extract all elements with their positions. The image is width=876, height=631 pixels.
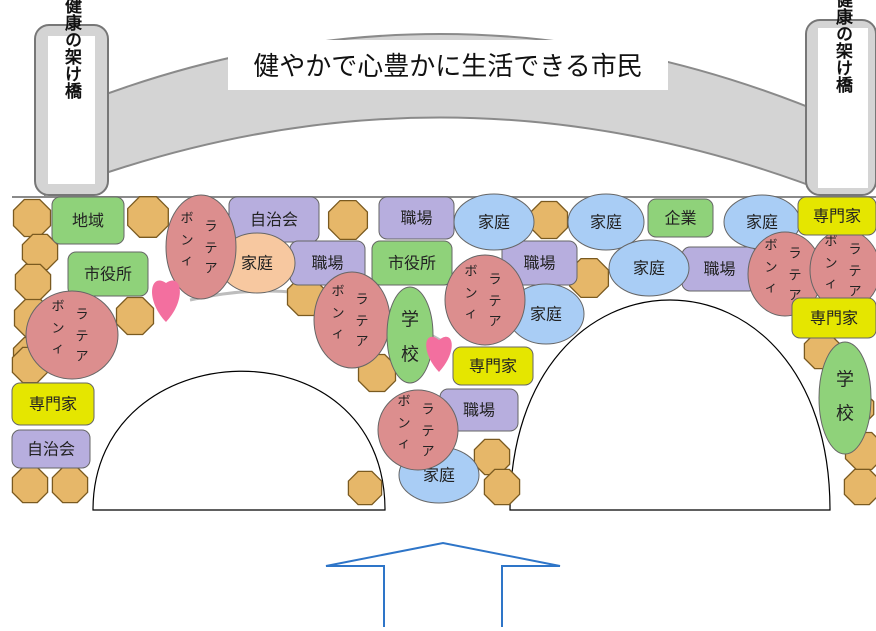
stone-label: 専門家 — [810, 309, 858, 328]
stone-octagon — [52, 467, 87, 502]
volunteer-char: ン — [764, 261, 777, 276]
volunteer-stone — [26, 291, 118, 379]
title-text: 健やかで心豊かに生活できる市民 — [253, 52, 642, 82]
stone-octagon — [531, 202, 568, 239]
gakko-char: 学 — [401, 310, 419, 331]
up-arrow — [326, 543, 560, 627]
volunteer-char: ン — [331, 307, 344, 322]
stone-label: 専門家 — [469, 357, 517, 376]
volunteer-char: ア — [204, 262, 217, 277]
volunteer-stone — [378, 390, 458, 470]
volunteer-char: ボ — [464, 265, 477, 280]
volunteer-char: ン — [397, 417, 410, 432]
stone-octagon — [15, 264, 50, 299]
stone-label: 家庭 — [241, 254, 273, 273]
stone-label: 家庭 — [746, 213, 778, 232]
stone-octagon — [348, 471, 381, 504]
volunteer-char: テ — [788, 269, 801, 284]
stone-octagon — [12, 467, 47, 502]
stone-label: 職場 — [523, 254, 555, 273]
volunteer-char: ラ — [788, 247, 801, 262]
volunteer-char: ボ — [51, 300, 64, 315]
volunteer-char: ィ — [331, 327, 344, 342]
volunteer-char: ラ — [848, 243, 861, 258]
gakko-stone-right: 学校 — [819, 342, 871, 454]
volunteer-char: テ — [421, 425, 434, 440]
volunteer-char: テ — [204, 242, 217, 257]
volunteer-char: ボ — [397, 395, 410, 410]
volunteer-char: ア — [488, 315, 501, 330]
stone-label: 市役所 — [84, 265, 132, 284]
stone-label: 家庭 — [530, 305, 562, 324]
stone-label: 自治会 — [27, 440, 75, 459]
stone-label: 地域 — [72, 211, 104, 230]
stone-octagon — [128, 197, 169, 238]
volunteer-char: ラ — [421, 403, 434, 418]
volunteer-char: テ — [848, 265, 861, 280]
volunteer-char: ィ — [51, 342, 64, 357]
heart-left — [152, 281, 180, 322]
stone-octagon — [14, 200, 51, 237]
volunteer-char: ラ — [355, 293, 368, 308]
volunteer-char: ボ — [180, 212, 193, 227]
stone-label: 職場 — [400, 209, 432, 228]
pillar-left-label: 健康の架け橋 — [61, 0, 82, 100]
volunteer-char: ラ — [204, 220, 217, 235]
volunteer-char: ィ — [824, 277, 837, 292]
stone-label: 家庭 — [478, 213, 510, 232]
stone-label: 家庭 — [590, 213, 622, 232]
arch-opening-left — [93, 371, 385, 510]
volunteer-char: テ — [488, 295, 501, 310]
stone-octagon — [329, 201, 368, 240]
stone-label: 市役所 — [388, 254, 436, 273]
volunteer-char: ア — [75, 350, 88, 365]
stone-label: 専門家 — [29, 395, 77, 414]
volunteer-char: ラ — [75, 308, 88, 323]
volunteer-char: ン — [824, 257, 837, 272]
stone-label: 自治会 — [250, 210, 298, 229]
gakko-char: 校 — [401, 345, 419, 366]
volunteer-char: ィ — [397, 437, 410, 452]
pillar-left: 健康の架け橋 — [35, 0, 108, 195]
volunteer-char: ラ — [488, 273, 501, 288]
volunteer-char: ア — [355, 335, 368, 350]
volunteer-char: ボ — [331, 285, 344, 300]
gakko-char: 学 — [836, 370, 854, 391]
gakko-stone-center: 学校 — [387, 287, 433, 383]
volunteer-char: ン — [51, 322, 64, 337]
pillar-right-label: 健康の架け橋 — [832, 0, 853, 94]
stone-label: 家庭 — [633, 259, 665, 278]
stone-label: 職場 — [463, 401, 495, 420]
pillar-right: 健康の架け橋 — [806, 0, 876, 195]
volunteer-char: ン — [464, 287, 477, 302]
volunteer-char: テ — [75, 330, 88, 345]
stone-octagon — [484, 469, 519, 504]
volunteer-char: ボ — [764, 239, 777, 254]
volunteer-char: ィ — [180, 254, 193, 269]
volunteer-char: ィ — [764, 281, 777, 296]
volunteer-stone — [445, 255, 525, 345]
gakko-char: 校 — [836, 404, 854, 425]
volunteer-char: ィ — [464, 307, 477, 322]
volunteer-stone — [314, 272, 390, 368]
stone-label: 企業 — [664, 209, 696, 228]
stone-label: 職場 — [311, 254, 343, 273]
stone-label: 専門家 — [813, 207, 861, 226]
volunteer-char: ボ — [824, 235, 837, 250]
volunteer-char: ア — [421, 445, 434, 460]
volunteer-char: ン — [180, 234, 193, 249]
volunteer-char: テ — [355, 315, 368, 330]
stone-label: 職場 — [703, 260, 735, 279]
heart-center — [426, 337, 452, 372]
stone-octagon — [844, 469, 876, 504]
stone-octagon — [117, 298, 154, 335]
volunteer-char: ア — [848, 285, 861, 300]
